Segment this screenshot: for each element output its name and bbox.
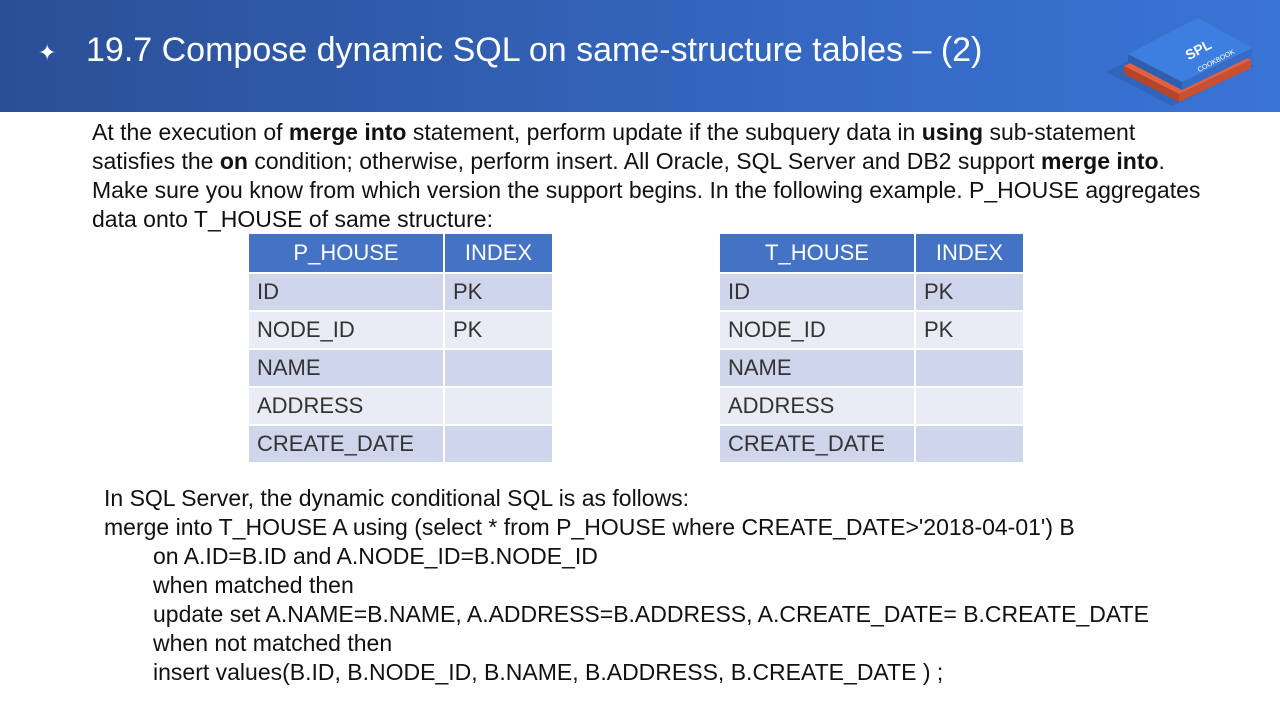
keyword-merge-into: merge into xyxy=(288,119,407,145)
sql-line: In SQL Server, the dynamic conditional S… xyxy=(104,485,690,511)
table-header-cell: INDEX xyxy=(914,232,1025,274)
table-header-cell: T_HOUSE xyxy=(718,232,916,274)
keyword-using: using xyxy=(921,119,984,145)
keyword-merge-into-2: merge into xyxy=(1040,148,1159,174)
table-cell xyxy=(914,424,1025,464)
table-row: CREATE_DATE xyxy=(718,424,1025,464)
table-row: NAME xyxy=(247,348,554,388)
table-cell: NODE_ID xyxy=(718,310,916,350)
table-cell: NODE_ID xyxy=(247,310,445,350)
table-cell: CREATE_DATE xyxy=(718,424,916,464)
sql-line: insert values(B.ID, B.NODE_ID, B.NAME, B… xyxy=(153,659,944,685)
spl-cookbook-logo: SPL COOKBOOK xyxy=(1106,18,1254,106)
table-cell: ADDRESS xyxy=(247,386,445,426)
title-banner: ✦ 19.7 Compose dynamic SQL on same-struc… xyxy=(0,0,1280,112)
sql-line: when not matched then xyxy=(153,630,393,656)
table-row: ADDRESS xyxy=(247,386,554,426)
table-header-row: T_HOUSE INDEX xyxy=(718,232,1025,274)
table-header-row: P_HOUSE INDEX xyxy=(247,232,554,274)
sql-code-block: In SQL Server, the dynamic conditional S… xyxy=(104,484,1149,687)
table-cell: NAME xyxy=(247,348,445,388)
slide-title: 19.7 Compose dynamic SQL on same-structu… xyxy=(86,31,983,69)
table-cell: PK xyxy=(914,310,1025,350)
table-cell xyxy=(914,386,1025,426)
table-cell: ID xyxy=(247,272,445,312)
table-cell: PK xyxy=(914,272,1025,312)
sql-line: update set A.NAME=B.NAME, A.ADDRESS=B.AD… xyxy=(153,601,1149,627)
table-header-cell: P_HOUSE xyxy=(247,232,445,274)
intro-paragraph: At the execution of merge into statement… xyxy=(92,119,1201,232)
sql-line: when matched then xyxy=(153,572,354,598)
table-cell: CREATE_DATE xyxy=(247,424,445,464)
table-cell: ADDRESS xyxy=(718,386,916,426)
table-cell xyxy=(443,424,554,464)
table-cell xyxy=(443,348,554,388)
star-bullet-icon: ✦ xyxy=(38,40,57,65)
table-cell: PK xyxy=(443,272,554,312)
table-header-cell: INDEX xyxy=(443,232,554,274)
sql-line: on A.ID=B.ID and A.NODE_ID=B.NODE_ID xyxy=(153,543,598,569)
table-row: NAME xyxy=(718,348,1025,388)
keyword-on: on xyxy=(219,148,248,174)
table-cell xyxy=(914,348,1025,388)
table-cell: PK xyxy=(443,310,554,350)
table-cell: NAME xyxy=(718,348,916,388)
sql-line: merge into T_HOUSE A using (select * fro… xyxy=(104,514,1075,540)
table-row: ADDRESS xyxy=(718,386,1025,426)
table-cell xyxy=(443,386,554,426)
table-cell: ID xyxy=(718,272,916,312)
table-row: CREATE_DATE xyxy=(247,424,554,464)
